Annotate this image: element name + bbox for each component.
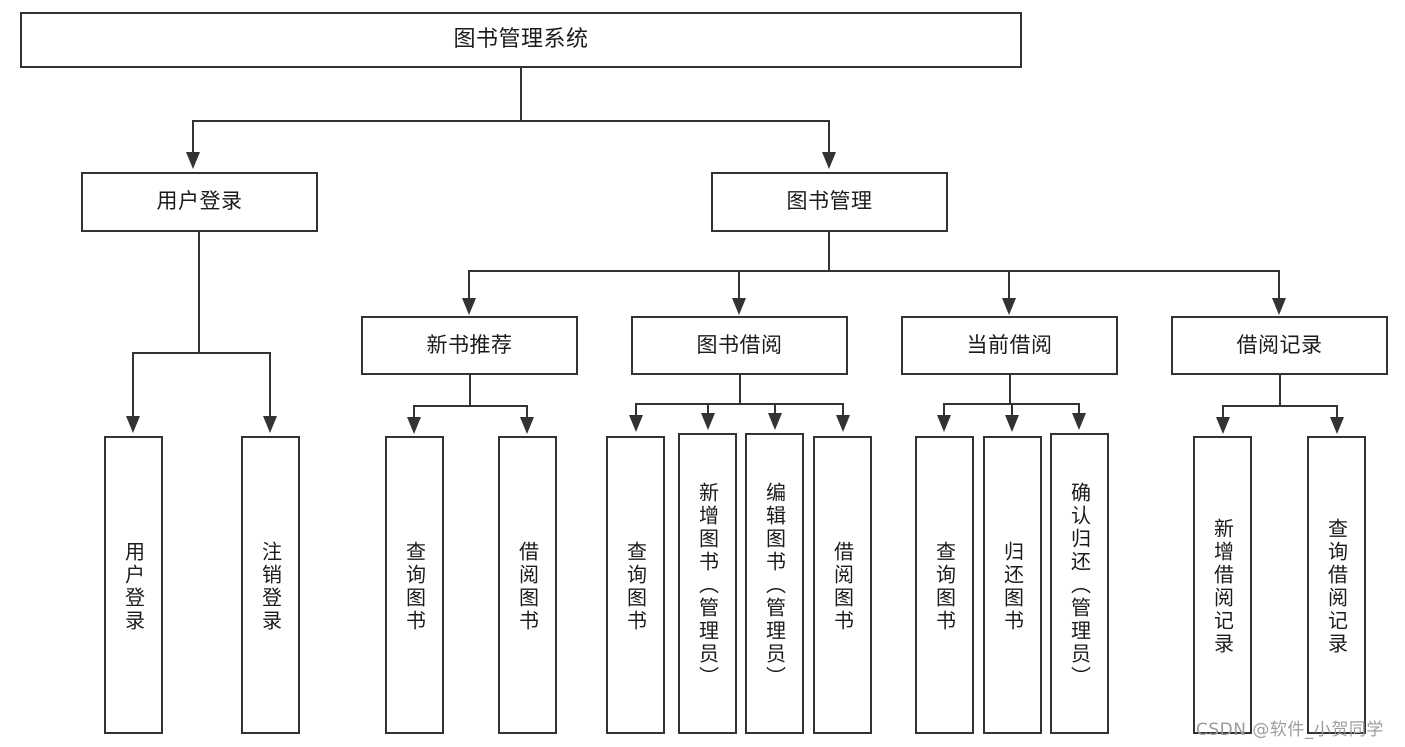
- arrowhead-nbr-borrow-book: [520, 417, 534, 434]
- connector-bb-drop-2: [707, 403, 709, 415]
- arrowhead-nbr-query-book: [407, 417, 421, 434]
- connector-cb-drop-2: [1011, 403, 1013, 417]
- connector-cb-drop-3: [1078, 403, 1080, 415]
- arrowhead-current-borrow: [1002, 298, 1016, 315]
- connector-br-drop-1: [1222, 405, 1224, 419]
- connector-nbr-stem: [469, 375, 471, 405]
- node-label: 确认归还（管理员）: [1067, 482, 1092, 689]
- leaf-cb-return-book[interactable]: 归还图书: [983, 436, 1042, 734]
- node-label: 借阅图书: [830, 541, 855, 633]
- connector-br-bus: [1222, 405, 1337, 407]
- connector-nbr-bus: [413, 405, 527, 407]
- connector-bb-bus: [635, 403, 843, 405]
- connector-user-login-bus: [132, 352, 269, 354]
- arrowhead-br-query-record: [1330, 417, 1344, 434]
- node-label: 查询借阅记录: [1324, 518, 1349, 656]
- connector-book-management-stem: [828, 232, 830, 270]
- leaf-logout[interactable]: 注销登录: [241, 436, 300, 734]
- leaf-cb-query-book[interactable]: 查询图书: [915, 436, 974, 734]
- connector-nbr-drop-2: [526, 405, 528, 419]
- leaf-bb-add-book-admin[interactable]: 新增图书（管理员）: [678, 433, 737, 734]
- node-label: 图书管理: [786, 189, 873, 214]
- arrowhead-bb-add-book: [701, 413, 715, 430]
- connector-bm-drop-4: [1278, 270, 1280, 300]
- node-label: 新书推荐: [426, 332, 513, 357]
- connector-nbr-drop-1: [413, 405, 415, 419]
- node-label: 查询图书: [623, 541, 648, 633]
- node-label: 图书管理系统: [453, 26, 589, 52]
- connector-bb-stem: [739, 375, 741, 403]
- node-new-book-recommend[interactable]: 新书推荐: [361, 316, 578, 375]
- arrowhead-book-borrow: [732, 298, 746, 315]
- leaf-br-query-record[interactable]: 查询借阅记录: [1307, 436, 1366, 734]
- arrowhead-bb-borrow-book: [836, 415, 850, 432]
- connector-user-login-drop-1: [132, 352, 134, 418]
- node-label: 注销登录: [258, 541, 283, 633]
- connector-root-bus: [192, 120, 830, 122]
- node-label: 新增图书（管理员）: [695, 482, 720, 689]
- arrowhead-leaf-user-login: [126, 416, 140, 433]
- node-label: 借阅图书: [515, 541, 540, 633]
- node-label: 用户登录: [156, 189, 243, 214]
- arrowhead-book-management: [822, 152, 836, 169]
- node-book-borrow[interactable]: 图书借阅: [631, 316, 848, 375]
- connector-bm-drop-2: [738, 270, 740, 300]
- node-label: 图书借阅: [696, 332, 783, 357]
- leaf-user-login[interactable]: 用户登录: [104, 436, 163, 734]
- connector-br-drop-2: [1336, 405, 1338, 419]
- node-user-login[interactable]: 用户登录: [81, 172, 318, 232]
- arrowhead-bb-query-book: [629, 415, 643, 432]
- connector-root-to-user-login: [192, 120, 194, 154]
- connector-bm-drop-1: [468, 270, 470, 300]
- watermark-text: CSDN @软件_小贺同学: [1196, 720, 1384, 740]
- arrowhead-cb-confirm-return: [1072, 413, 1086, 430]
- connector-user-login-stem: [198, 232, 200, 352]
- node-label: 归还图书: [1000, 541, 1025, 633]
- node-book-management[interactable]: 图书管理: [711, 172, 948, 232]
- node-label: 当前借阅: [966, 332, 1053, 357]
- leaf-nbr-query-book[interactable]: 查询图书: [385, 436, 444, 734]
- connector-book-management-bus: [468, 270, 1280, 272]
- connector-user-login-drop-2: [269, 352, 271, 418]
- connector-cb-stem: [1009, 375, 1011, 403]
- node-label: 用户登录: [121, 541, 146, 633]
- connector-root-stem: [520, 68, 522, 120]
- leaf-bb-query-book[interactable]: 查询图书: [606, 436, 665, 734]
- node-label: 查询图书: [402, 541, 427, 633]
- arrowhead-new-book-recommend: [462, 298, 476, 315]
- arrowhead-br-add-record: [1216, 417, 1230, 434]
- node-root-book-management-system[interactable]: 图书管理系统: [20, 12, 1022, 68]
- connector-bb-drop-3: [774, 403, 776, 415]
- connector-br-stem: [1279, 375, 1281, 405]
- leaf-bb-edit-book-admin[interactable]: 编辑图书（管理员）: [745, 433, 804, 734]
- leaf-br-add-record[interactable]: 新增借阅记录: [1193, 436, 1252, 734]
- arrowhead-cb-return-book: [1005, 415, 1019, 432]
- leaf-nbr-borrow-book[interactable]: 借阅图书: [498, 436, 557, 734]
- connector-root-to-book-management: [828, 120, 830, 154]
- arrowhead-cb-query-book: [937, 415, 951, 432]
- node-label: 借阅记录: [1236, 332, 1323, 357]
- arrowhead-borrow-record: [1272, 298, 1286, 315]
- node-borrow-record[interactable]: 借阅记录: [1171, 316, 1388, 375]
- node-label: 查询图书: [932, 541, 957, 633]
- csdn-watermark: CSDN @软件_小贺同学: [1196, 715, 1384, 740]
- node-label: 新增借阅记录: [1210, 518, 1235, 656]
- node-label: 编辑图书（管理员）: [762, 482, 787, 689]
- leaf-bb-borrow-book[interactable]: 借阅图书: [813, 436, 872, 734]
- node-current-borrow[interactable]: 当前借阅: [901, 316, 1118, 375]
- connector-cb-drop-1: [943, 403, 945, 417]
- connector-bm-drop-3: [1008, 270, 1010, 300]
- arrowhead-leaf-logout: [263, 416, 277, 433]
- arrowhead-user-login: [186, 152, 200, 169]
- arrowhead-bb-edit-book: [768, 413, 782, 430]
- connector-bb-drop-4: [842, 403, 844, 417]
- connector-bb-drop-1: [635, 403, 637, 417]
- leaf-cb-confirm-return-admin[interactable]: 确认归还（管理员）: [1050, 433, 1109, 734]
